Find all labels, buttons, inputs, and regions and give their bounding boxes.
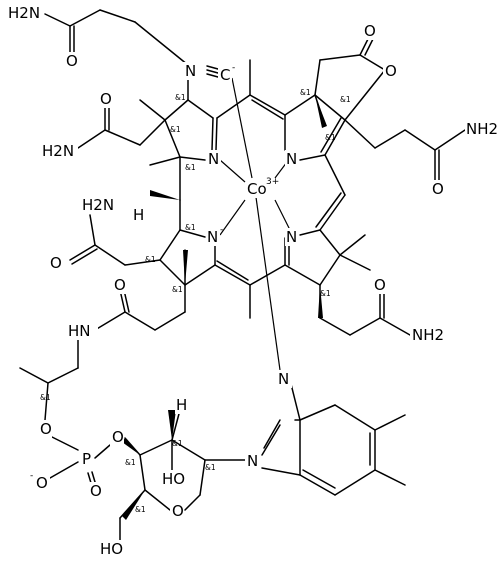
pyrrole-n-charge: - <box>220 225 223 235</box>
stereo-label: &1 <box>145 255 156 264</box>
amide3-nh2-label: NH2 <box>466 120 498 138</box>
amide6-hn-label: HN <box>68 322 91 340</box>
phosphate-o-minus-label: O <box>36 474 48 492</box>
amide5-nh2-label: NH2 <box>412 326 444 344</box>
amide2-o-label: O <box>100 90 112 108</box>
stereo-label: &1 <box>172 439 183 448</box>
amide4-o-label: O <box>50 254 62 272</box>
pyrrole-n-bottom-right-label: N <box>286 228 297 246</box>
lactone-ring-o-label: O <box>385 62 397 80</box>
amide5-o-label: O <box>374 276 386 294</box>
stereo-label: &1 <box>135 505 146 514</box>
lactone-carbonyl-o-label: O <box>364 22 376 40</box>
stereo-label: &1 <box>185 223 196 232</box>
cobalt-charge: 3+ <box>266 177 279 187</box>
amide4-nh2-label: H2N <box>82 196 114 214</box>
benzimidazole-n3-label: N <box>278 370 289 388</box>
ribose-o-label: O <box>172 502 184 520</box>
stereo-wedges <box>122 95 327 520</box>
ch2oh-label: HO <box>100 540 123 558</box>
stereo-label: &1 <box>205 463 216 472</box>
pyrrole-n-top-left-label: N <box>208 150 219 168</box>
amide6-o-label: O <box>114 276 126 294</box>
phosphate-o2-label: O <box>112 428 124 446</box>
h-label: H <box>133 206 144 224</box>
amide2-nh2-label: H2N <box>42 142 74 160</box>
pyrrole-n-bottom-left-label: N <box>207 228 218 246</box>
stereo-label: &1 <box>325 133 336 142</box>
stereo-label: &1 <box>340 95 351 104</box>
phosphate-o1-label: O <box>40 420 52 438</box>
cyano-charge: - <box>232 63 235 73</box>
ribose-h-label: H <box>176 396 187 414</box>
benzimidazole-n1-label: N <box>247 452 258 470</box>
cobalt-label: Co <box>247 180 267 198</box>
stereo-label: &1 <box>172 285 183 294</box>
ribose-ho-label: HO <box>162 470 185 488</box>
stereo-label: &1 <box>185 163 196 172</box>
cyano-c-label: C <box>220 66 230 84</box>
amide1-nh2-label: H2N <box>8 4 40 22</box>
phosphate-charge: - <box>30 471 33 481</box>
phosphate-p-label: P <box>82 450 91 468</box>
pyrrole-n-top-right-label: N <box>286 150 297 168</box>
stereo-labels: &1 &1 &1 &1 &1 &1 &1 &1 &1 &1 &1 &1 &1 &… <box>40 88 351 514</box>
stereo-label: &1 <box>125 458 136 467</box>
amide3-o-label: O <box>432 180 444 198</box>
cyano-n-label: N <box>185 62 196 80</box>
stereo-label: &1 <box>300 88 311 97</box>
stereo-label: &1 <box>40 393 51 402</box>
atom-labels: H2N O N C - O O O H2N NH2 O N N Co 3+ H … <box>6 4 500 558</box>
stereo-label: &1 <box>175 93 186 102</box>
stereo-label: &1 <box>320 289 331 298</box>
stereo-label: &1 <box>170 125 181 134</box>
amide1-o-label: O <box>66 52 78 70</box>
phosphate-o-double-label: O <box>90 482 102 500</box>
